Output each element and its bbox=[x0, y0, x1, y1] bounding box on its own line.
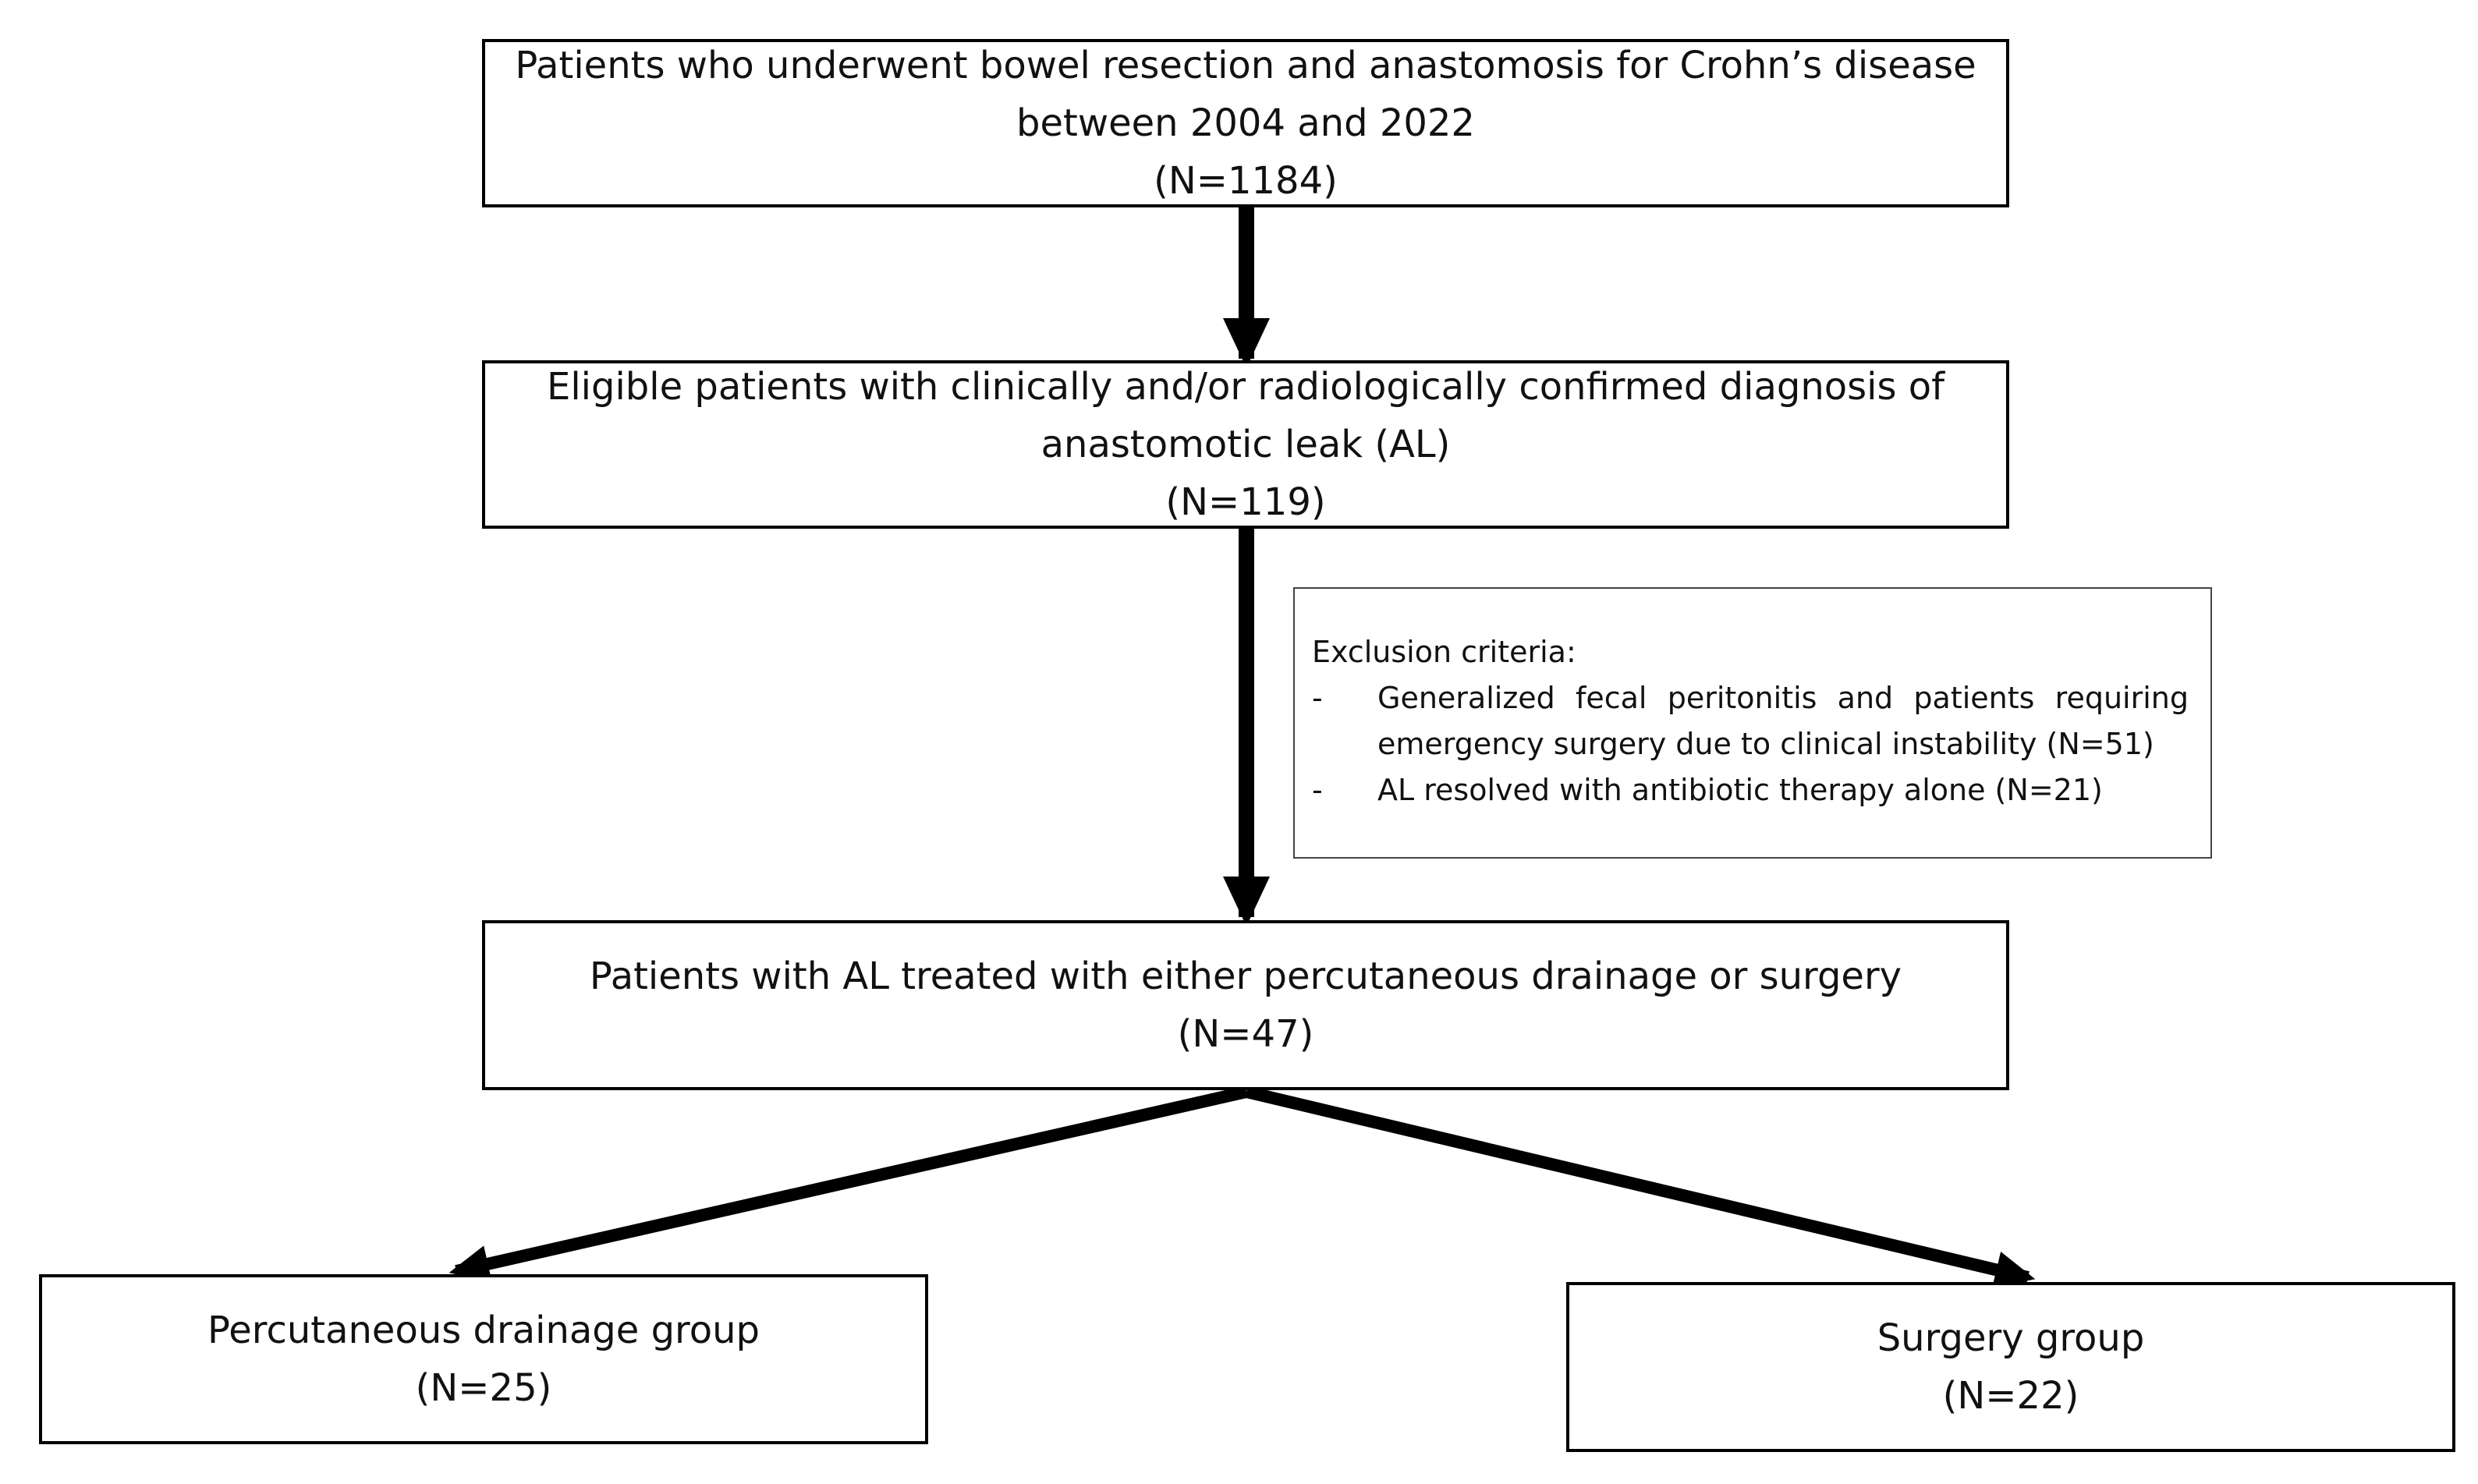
box-eligible-patients: Eligible patients with clinically and/or… bbox=[482, 360, 2009, 529]
drainage-label: Percutaneous drainage group bbox=[207, 1309, 760, 1352]
eligible-count: (N=119) bbox=[1165, 480, 1326, 524]
box-treated-patients: Patients with AL treated with either per… bbox=[482, 920, 2009, 1090]
exclusion-title: Exclusion criteria: bbox=[1312, 635, 1576, 669]
arrow-treated-to-surgery bbox=[1245, 1086, 2036, 1288]
exclusion-item: - AL resolved with antibiotic therapy al… bbox=[1312, 767, 2189, 813]
treated-count: (N=47) bbox=[1177, 1012, 1314, 1056]
initial-line1: Patients who underwent bowel resection a… bbox=[515, 44, 1976, 87]
surgery-label: Surgery group bbox=[1877, 1316, 2145, 1360]
arrow-treated-to-drainage bbox=[448, 1086, 1248, 1283]
exclusion-item-text: Generalized fecal peritonitis and patien… bbox=[1377, 681, 2189, 761]
treated-line1: Patients with AL treated with either per… bbox=[589, 955, 1902, 998]
box-percutaneous-drainage-group: Percutaneous drainage group (N=25) bbox=[39, 1274, 928, 1444]
exclusion-item-text: AL resolved with antibiotic therapy alon… bbox=[1377, 773, 2103, 807]
initial-line2: between 2004 and 2022 bbox=[1016, 101, 1475, 145]
eligible-line1: Eligible patients with clinically and/or… bbox=[546, 365, 1944, 409]
box-initial-cohort: Patients who underwent bowel resection a… bbox=[482, 39, 2009, 207]
eligible-line2: anastomotic leak (AL) bbox=[1040, 423, 1451, 466]
box-surgery-group: Surgery group (N=22) bbox=[1566, 1282, 2455, 1452]
surgery-count: (N=22) bbox=[1942, 1374, 2079, 1418]
drainage-count: (N=25) bbox=[415, 1366, 552, 1410]
exclusion-criteria-box: Exclusion criteria: - Generalized fecal … bbox=[1293, 587, 2212, 859]
exclusion-item: - Generalized fecal peritonitis and pati… bbox=[1312, 675, 2189, 767]
exclusion-bullet: - bbox=[1312, 681, 1323, 715]
exclusion-bullet: - bbox=[1312, 773, 1323, 807]
initial-count: (N=1184) bbox=[1154, 159, 1338, 203]
